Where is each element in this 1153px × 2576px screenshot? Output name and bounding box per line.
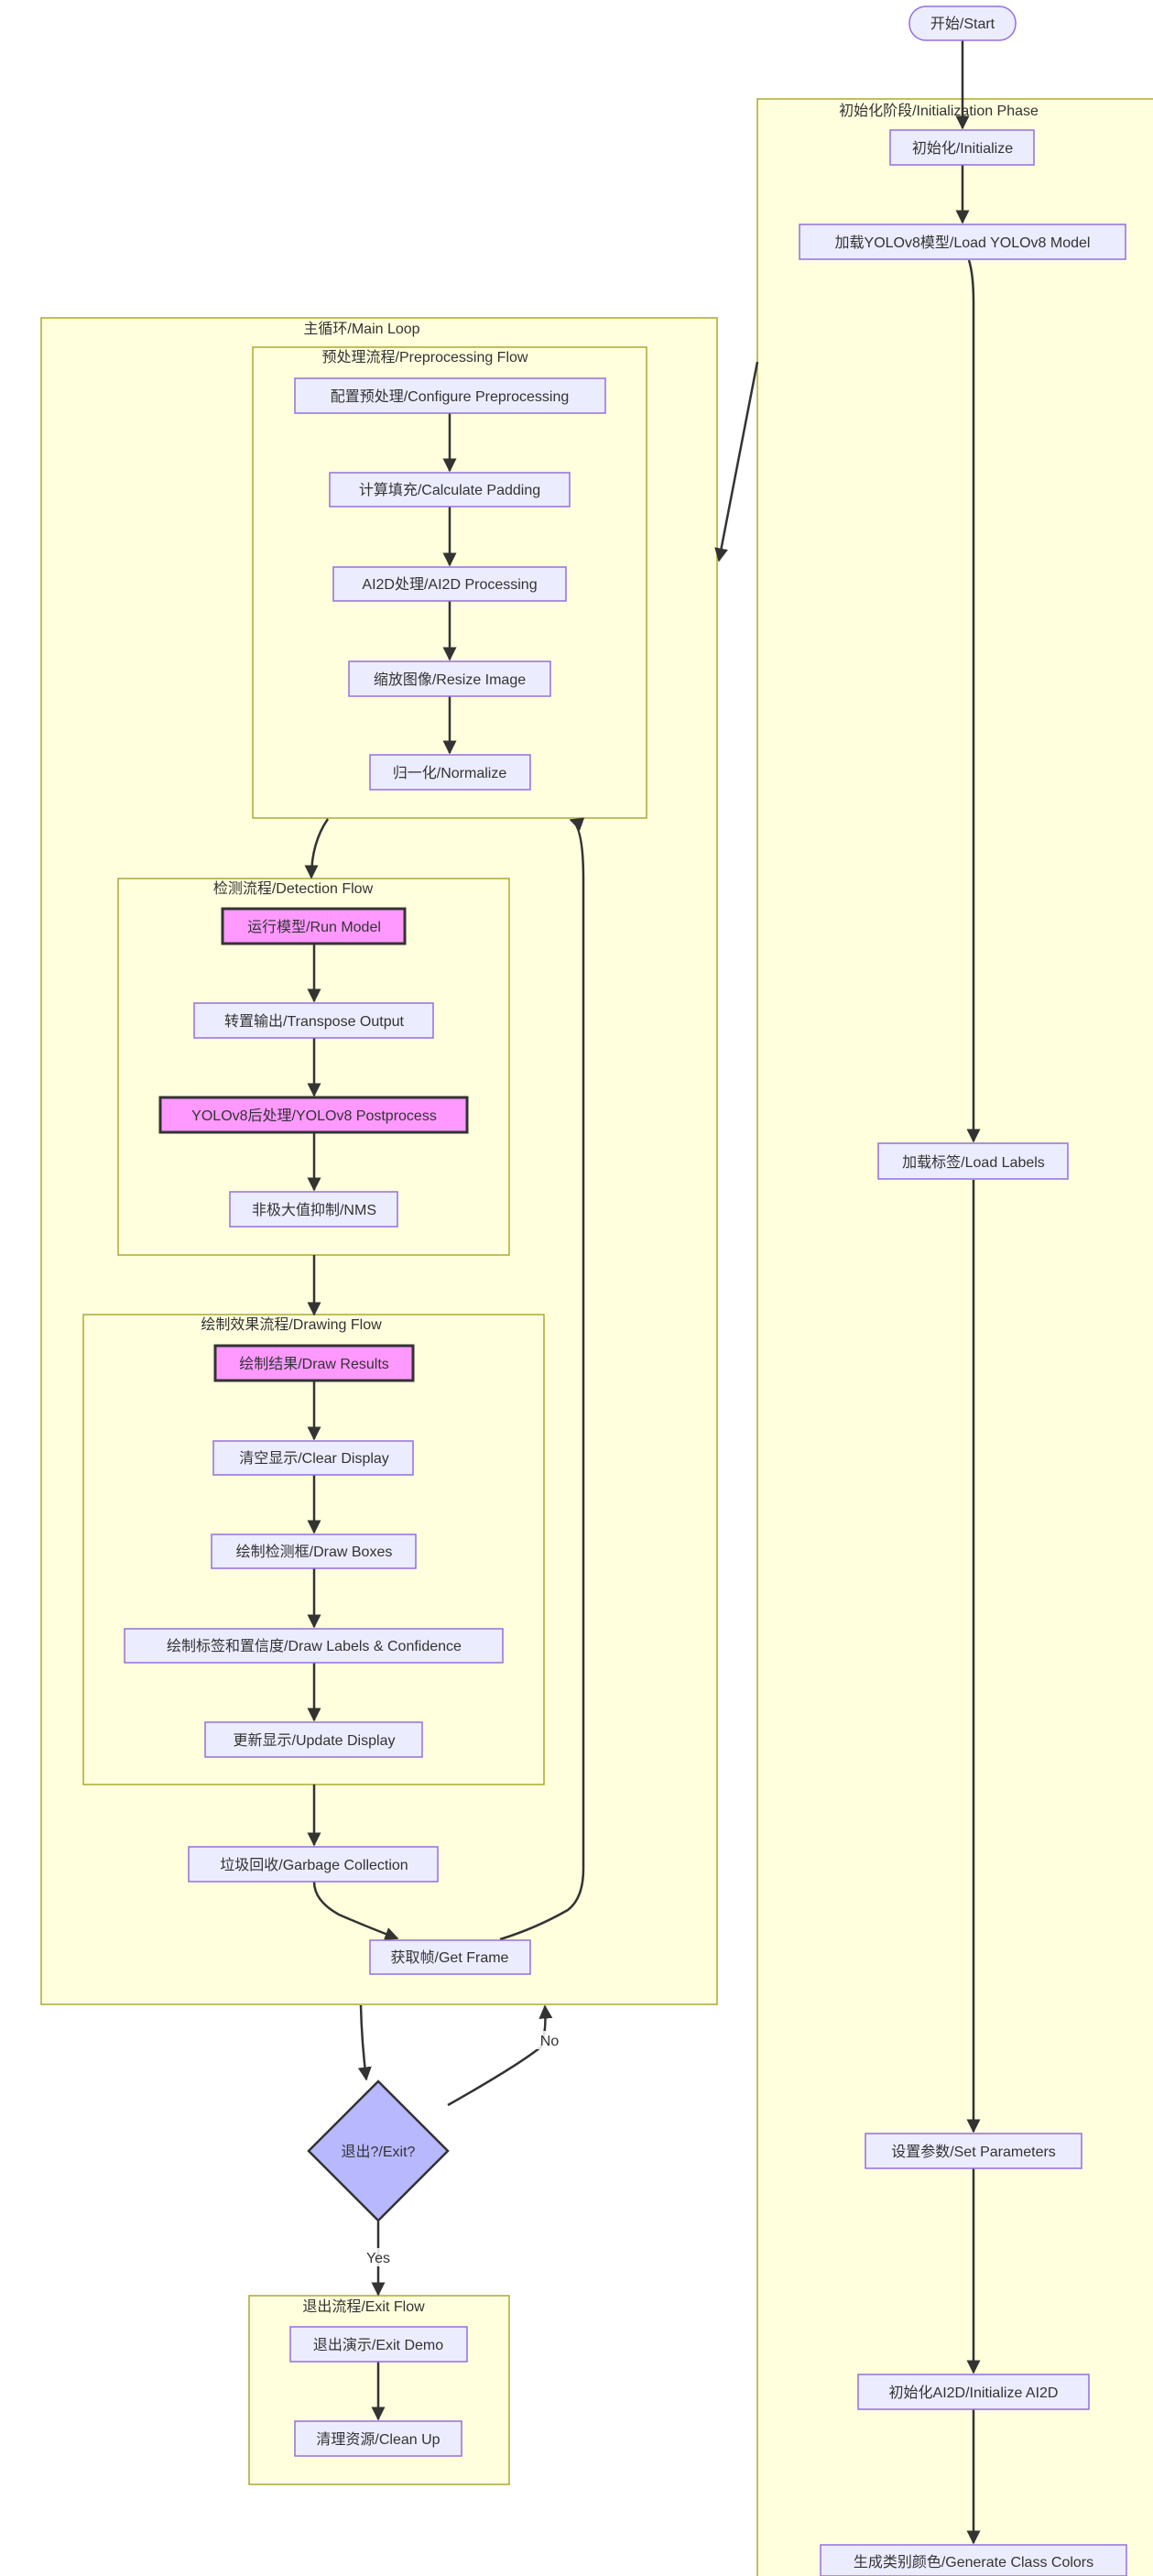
node-draw-results: 绘制结果/Draw Results xyxy=(213,1344,415,1382)
node-ai2d-processing: AI2D处理/AI2D Processing xyxy=(332,566,567,602)
svg-text:初始化/Initialize: 初始化/Initialize xyxy=(912,140,1013,157)
node-load-model: 加载YOLOv8模型/Load YOLOv8 Model xyxy=(799,224,1126,260)
svg-text:AI2D处理/AI2D Processing: AI2D处理/AI2D Processing xyxy=(362,576,537,593)
svg-text:计算填充/Calculate Padding: 计算填充/Calculate Padding xyxy=(359,481,540,498)
svg-text:非极大值抑制/NMS: 非极大值抑制/NMS xyxy=(252,1202,376,1218)
svg-text:转置输出/Transpose Output: 转置输出/Transpose Output xyxy=(224,1013,404,1030)
edge-pre-to-det xyxy=(304,818,330,879)
svg-text:设置参数/Set Parameters: 设置参数/Set Parameters xyxy=(891,2144,1056,2160)
edge-mainloop-to-exit xyxy=(357,2004,372,2081)
node-update-display: 更新显示/Update Display xyxy=(204,1721,423,1758)
svg-text:No: No xyxy=(540,2034,560,2049)
svg-text:绘制检测框/Draw Boxes: 绘制检测框/Draw Boxes xyxy=(236,1544,393,1560)
node-clean-up: 清理资源/Clean Up xyxy=(294,2420,462,2457)
svg-text:加载标签/Load Labels: 加载标签/Load Labels xyxy=(902,1154,1045,1171)
node-nms: 非极大值抑制/NMS xyxy=(229,1191,398,1228)
svg-text:归一化/Normalize: 归一化/Normalize xyxy=(393,765,507,781)
svg-text:生成类别颜色/Generate Class Colors: 生成类别颜色/Generate Class Colors xyxy=(854,2554,1093,2571)
cluster-initialization-label: 初始化阶段/Initialization Phase xyxy=(839,103,1039,119)
node-clear-display: 清空显示/Clear Display xyxy=(212,1440,414,1476)
node-get-frame: 获取帧/Get Frame xyxy=(369,1939,531,1975)
node-yolov8-postprocess: YOLOv8后处理/YOLOv8 Postprocess xyxy=(158,1096,469,1134)
edge-getframe-to-pre xyxy=(499,817,585,1941)
svg-text:垃圾回收/Garbage Collection: 垃圾回收/Garbage Collection xyxy=(220,1857,408,1873)
node-calculate-padding: 计算填充/Calculate Padding xyxy=(329,472,571,508)
node-start: 开始/Start xyxy=(908,5,1017,41)
svg-text:YOLOv8后处理/YOLOv8 Postprocess: YOLOv8后处理/YOLOv8 Postprocess xyxy=(191,1108,437,1124)
svg-text:清空显示/Clear Display: 清空显示/Clear Display xyxy=(239,1450,389,1467)
svg-text:加载YOLOv8模型/Load YOLOv8 Model: 加载YOLOv8模型/Load YOLOv8 Model xyxy=(835,235,1091,251)
node-configure-preprocessing: 配置预处理/Configure Preprocessing xyxy=(294,377,606,414)
node-exit-decision: 退出?/Exit? xyxy=(307,2079,450,2222)
cluster-exit-label: 退出流程/Exit Flow xyxy=(302,2298,425,2315)
svg-text:Yes: Yes xyxy=(366,2251,390,2266)
svg-text:更新显示/Update Display: 更新显示/Update Display xyxy=(234,1732,396,1749)
cluster-initialization: 初始化阶段/Initialization Phase xyxy=(756,98,1153,2576)
node-load-labels: 加载标签/Load Labels xyxy=(877,1142,1069,1180)
svg-text:绘制结果/Draw Results: 绘制结果/Draw Results xyxy=(239,1356,389,1372)
cluster-preprocessing-label: 预处理流程/Preprocessing Flow xyxy=(322,349,528,366)
node-exit-demo: 退出演示/Exit Demo xyxy=(289,2326,468,2363)
edges xyxy=(304,40,981,2545)
edge-label-yes: Yes xyxy=(364,2248,393,2266)
cluster-detection-label: 检测流程/Detection Flow xyxy=(213,880,374,897)
svg-text:初始化AI2D/Initialize AI2D: 初始化AI2D/Initialize AI2D xyxy=(889,2385,1059,2401)
svg-text:清理资源/Clean Up: 清理资源/Clean Up xyxy=(316,2431,440,2448)
cluster-drawing-label: 绘制效果流程/Drawing Flow xyxy=(201,1316,382,1333)
node-draw-labels: 绘制标签和置信度/Draw Labels & Confidence xyxy=(124,1628,504,1664)
node-draw-boxes: 绘制检测框/Draw Boxes xyxy=(211,1534,417,1569)
node-init-ai2d: 初始化AI2D/Initialize AI2D xyxy=(857,2374,1090,2410)
cluster-main-loop-label: 主循环/Main Loop xyxy=(303,321,419,337)
svg-text:运行模型/Run Model: 运行模型/Run Model xyxy=(247,919,381,935)
svg-text:缩放图像/Resize Image: 缩放图像/Resize Image xyxy=(374,671,526,688)
edge-gc-getframe xyxy=(312,1881,399,1941)
node-gen-colors: 生成类别颜色/Generate Class Colors xyxy=(820,2544,1127,2576)
svg-text:退出?/Exit?: 退出?/Exit? xyxy=(342,2144,416,2160)
edge-exit-no xyxy=(447,2004,553,2107)
node-initialize: 初始化/Initialize xyxy=(889,129,1035,166)
svg-text:开始/Start: 开始/Start xyxy=(930,16,995,32)
svg-text:绘制标签和置信度/Draw Labels & Confide: 绘制标签和置信度/Draw Labels & Confidence xyxy=(167,1638,462,1654)
node-garbage-collection: 垃圾回收/Garbage Collection xyxy=(188,1846,439,1883)
node-transpose-output: 转置输出/Transpose Output xyxy=(193,1002,434,1039)
edge-label-no: No xyxy=(537,2031,562,2049)
node-normalize: 归一化/Normalize xyxy=(369,754,531,791)
node-resize-image: 缩放图像/Resize Image xyxy=(348,660,551,697)
node-set-params: 设置参数/Set Parameters xyxy=(865,2133,1082,2169)
svg-text:获取帧/Get Frame: 获取帧/Get Frame xyxy=(391,1949,509,1966)
node-run-model: 运行模型/Run Model xyxy=(221,907,407,945)
edge-loadmodel-loadlabels xyxy=(966,259,981,1143)
svg-text:配置预处理/Configure Preprocessing: 配置预处理/Configure Preprocessing xyxy=(331,388,570,405)
svg-text:退出演示/Exit Demo: 退出演示/Exit Demo xyxy=(313,2337,443,2353)
edge-init-to-mainloop xyxy=(714,361,759,562)
